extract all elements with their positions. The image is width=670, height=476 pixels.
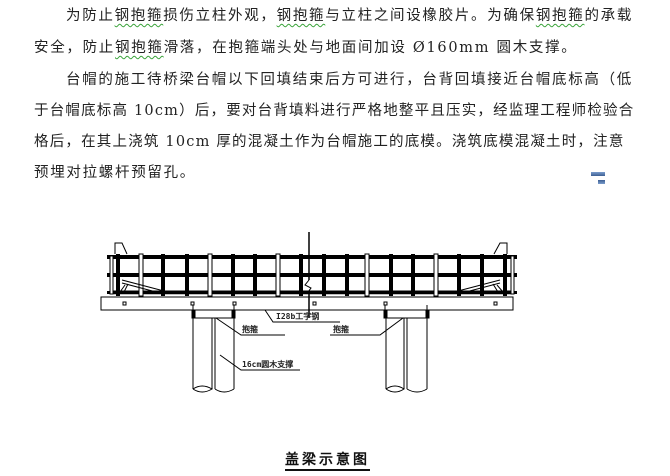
- left-end-hook: [114, 242, 128, 255]
- text-run: 滑落，在抱箍端头处与地面间加设 Ø160mm 圆木支撑。: [163, 40, 578, 56]
- hoop-right-label: 抱箍: [333, 325, 349, 334]
- paragraph-2-line-1: 台帽的施工待桥梁台帽以下回填结束后方可进行，台背回填接近台帽底标高（低: [66, 72, 633, 88]
- left-columns: [192, 318, 235, 393]
- timber-support-label: 16cm圆木支撑: [242, 360, 294, 369]
- paragraph-1-line-2: 安全，防止钢抱箍滑落，在抱箍端头处与地面间加设 Ø160mm 圆木支撑。: [34, 38, 578, 58]
- marker-bar-top: [591, 172, 605, 176]
- hoop-left-leader: [215, 317, 285, 336]
- text-run: 安全，防止: [34, 40, 115, 56]
- spellcheck-term[interactable]: 钢抱箍: [114, 8, 164, 24]
- spellcheck-term[interactable]: 钢抱箍: [535, 8, 585, 24]
- timber-leader: [219, 354, 300, 371]
- rebar-verticals: [116, 254, 507, 296]
- paragraph-2-line-2: 于台帽底标高 10cm）后，要对台背填料进行严格地整平且压实，经监理工程师检验合: [34, 103, 635, 119]
- hoop-right-leader: [330, 317, 404, 336]
- table-move-handle-icon[interactable]: [591, 172, 607, 186]
- text-run: 的承载: [584, 8, 634, 24]
- paragraph-2-line-3: 格后，在其上浇筑 10cm 厚的混凝土作为台帽施工的底模。浇筑底模混凝土时，注意: [34, 134, 625, 150]
- hoop-left-label: 抱箍: [242, 325, 258, 334]
- spellcheck-term[interactable]: 钢抱箍: [115, 40, 164, 56]
- spellcheck-term[interactable]: 钢抱箍: [276, 8, 326, 24]
- paragraph-1-line-1: 为防止钢抱箍损伤立柱外观，钢抱箍与立柱之间设橡胶片。为确保钢抱箍的承载: [66, 6, 633, 26]
- paragraph-2-line-4: 预埋对拉螺杆预留孔。: [34, 165, 196, 181]
- text-run: 为防止: [66, 8, 115, 24]
- text-run: 损伤立柱外观，: [163, 8, 277, 24]
- i-beam-leader: [264, 309, 340, 323]
- right-end-hook: [493, 242, 508, 255]
- text-run: 与立柱之间设橡胶片。为确保: [325, 8, 536, 24]
- i-beam-label: I28b工字钢: [276, 312, 320, 321]
- diagram-caption: 盖梁示意图: [285, 452, 370, 471]
- cap-beam-slab: [100, 296, 514, 311]
- rebar-horizontals: [107, 255, 517, 294]
- marker-bar-bottom: [598, 180, 605, 184]
- right-columns: [385, 318, 428, 393]
